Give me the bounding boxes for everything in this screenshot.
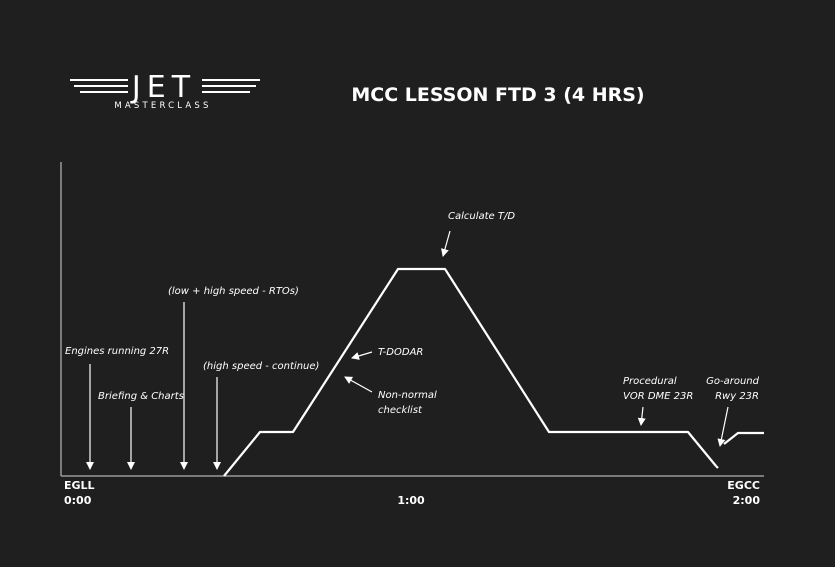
page-title: MCC LESSON FTD 3 (4 HRS)	[351, 84, 644, 106]
logo-sub-text: MASTERCLASS	[114, 101, 211, 111]
rtos-note: (low + high speed - RTOs)	[168, 286, 299, 297]
go-around-note-line2: Rwy 23R	[715, 391, 759, 402]
climb-out-profile-line	[723, 431, 764, 445]
destination-airport-label: EGCC	[727, 479, 760, 492]
tdodar-arrow-icon	[351, 351, 373, 360]
non-normal-arrow-icon	[344, 376, 373, 393]
origin-airport-label: EGLL	[64, 479, 95, 492]
calculate-td-arrow-icon	[441, 230, 451, 257]
non-normal-note-line1: Non-normal	[378, 390, 437, 401]
procedural-note-line2: VOR DME 23R	[623, 391, 693, 402]
jet-masterclass-logo: JET MASTERCLASS	[70, 70, 260, 111]
tdodar-note: T-DODAR	[378, 347, 423, 358]
origin-time-label: 0:00	[64, 494, 92, 507]
flight-profile-line	[223, 267, 717, 477]
logo-wing-right-icon	[202, 79, 260, 93]
go-around-arrow-icon	[717, 406, 729, 447]
procedural-arrow-icon	[637, 406, 646, 426]
briefing-note: Briefing & Charts	[98, 391, 184, 402]
mid-time-label: 1:00	[397, 494, 425, 507]
high-speed-continue-note: (high speed - continue)	[203, 361, 319, 372]
calculate-td-note: Calculate T/D	[448, 211, 515, 222]
logo-main-text: JET	[130, 70, 196, 105]
go-around-profile-line	[715, 465, 719, 469]
non-normal-note-line2: checklist	[378, 405, 423, 416]
go-around-note-line1: Go-around	[706, 376, 760, 387]
end-time-label: 2:00	[733, 494, 761, 507]
logo-wing-left-icon	[70, 79, 128, 93]
engines-running-note: Engines running 27R	[65, 346, 169, 357]
procedural-note-line1: Procedural	[623, 376, 677, 387]
